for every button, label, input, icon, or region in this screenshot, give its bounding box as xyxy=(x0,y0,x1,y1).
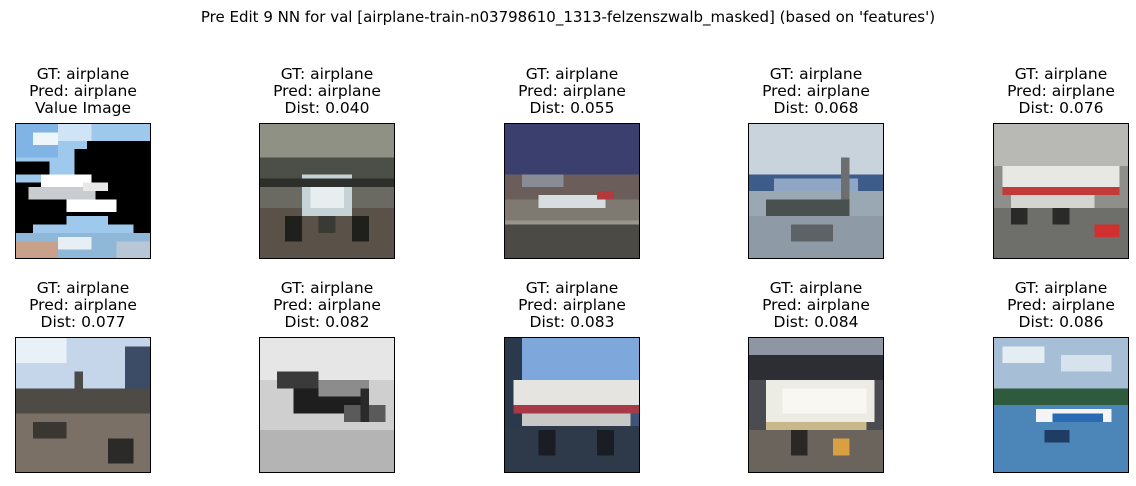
pred-label: Pred: airplane xyxy=(29,296,137,314)
masked-airplane-thumbnail xyxy=(15,123,151,259)
pred-label: Pred: airplane xyxy=(1007,82,1115,100)
dist-label: Dist: 0.076 xyxy=(1018,99,1104,117)
airplane-thumbnail xyxy=(748,337,884,473)
figure-title: Pre Edit 9 NN for val [airplane-train-n0… xyxy=(200,8,936,26)
gt-label: GT: airplane xyxy=(769,279,863,297)
gt-label: GT: airplane xyxy=(280,279,374,297)
pred-label: Pred: airplane xyxy=(762,296,870,314)
gt-label: GT: airplane xyxy=(1014,279,1108,297)
airplane-thumbnail xyxy=(259,123,395,259)
dist-label: Dist: 0.068 xyxy=(773,99,859,117)
pred-label: Pred: airplane xyxy=(1007,296,1115,314)
gt-label: GT: airplane xyxy=(769,65,863,83)
pred-label: Pred: airplane xyxy=(762,82,870,100)
dist-label: Dist: 0.040 xyxy=(284,99,370,117)
panel-caption: GT: airplane Pred: airplane Dist: 0.083 xyxy=(454,280,690,331)
panel-caption: GT: airplane Pred: airplane Dist: 0.055 xyxy=(454,66,690,117)
airplane-thumbnail xyxy=(993,123,1129,259)
panel-caption: GT: airplane Pred: airplane Dist: 0.086 xyxy=(943,280,1136,331)
panel-caption: GT: airplane Pred: airplane Dist: 0.084 xyxy=(698,280,934,331)
dist-label: Dist: 0.055 xyxy=(529,99,615,117)
pred-label: Pred: airplane xyxy=(29,82,137,100)
panel-caption: GT: airplane Pred: airplane Dist: 0.068 xyxy=(698,66,934,117)
panel-caption: GT: airplane Pred: airplane Dist: 0.040 xyxy=(209,66,445,117)
gt-label: GT: airplane xyxy=(525,279,619,297)
airplane-thumbnail xyxy=(259,337,395,473)
airplane-thumbnail xyxy=(504,337,640,473)
airplane-thumbnail xyxy=(15,337,151,473)
airplane-thumbnail xyxy=(748,123,884,259)
panel-caption: GT: airplane Pred: airplane Value Image xyxy=(0,66,201,117)
dist-label: Dist: 0.082 xyxy=(284,313,370,331)
pred-label: Pred: airplane xyxy=(273,296,381,314)
pred-label: Pred: airplane xyxy=(518,82,626,100)
dist-label: Value Image xyxy=(34,99,132,117)
panel-caption: GT: airplane Pred: airplane Dist: 0.082 xyxy=(209,280,445,331)
airplane-thumbnail xyxy=(993,337,1129,473)
gt-label: GT: airplane xyxy=(36,65,130,83)
gt-label: GT: airplane xyxy=(36,279,130,297)
dist-label: Dist: 0.086 xyxy=(1018,313,1104,331)
dist-label: Dist: 0.077 xyxy=(40,313,126,331)
dist-label: Dist: 0.084 xyxy=(773,313,859,331)
pred-label: Pred: airplane xyxy=(518,296,626,314)
panel-caption: GT: airplane Pred: airplane Dist: 0.076 xyxy=(943,66,1136,117)
pred-label: Pred: airplane xyxy=(273,82,381,100)
gt-label: GT: airplane xyxy=(1014,65,1108,83)
gt-label: GT: airplane xyxy=(280,65,374,83)
dist-label: Dist: 0.083 xyxy=(529,313,615,331)
panel-caption: GT: airplane Pred: airplane Dist: 0.077 xyxy=(0,280,201,331)
gt-label: GT: airplane xyxy=(525,65,619,83)
airplane-thumbnail xyxy=(504,123,640,259)
